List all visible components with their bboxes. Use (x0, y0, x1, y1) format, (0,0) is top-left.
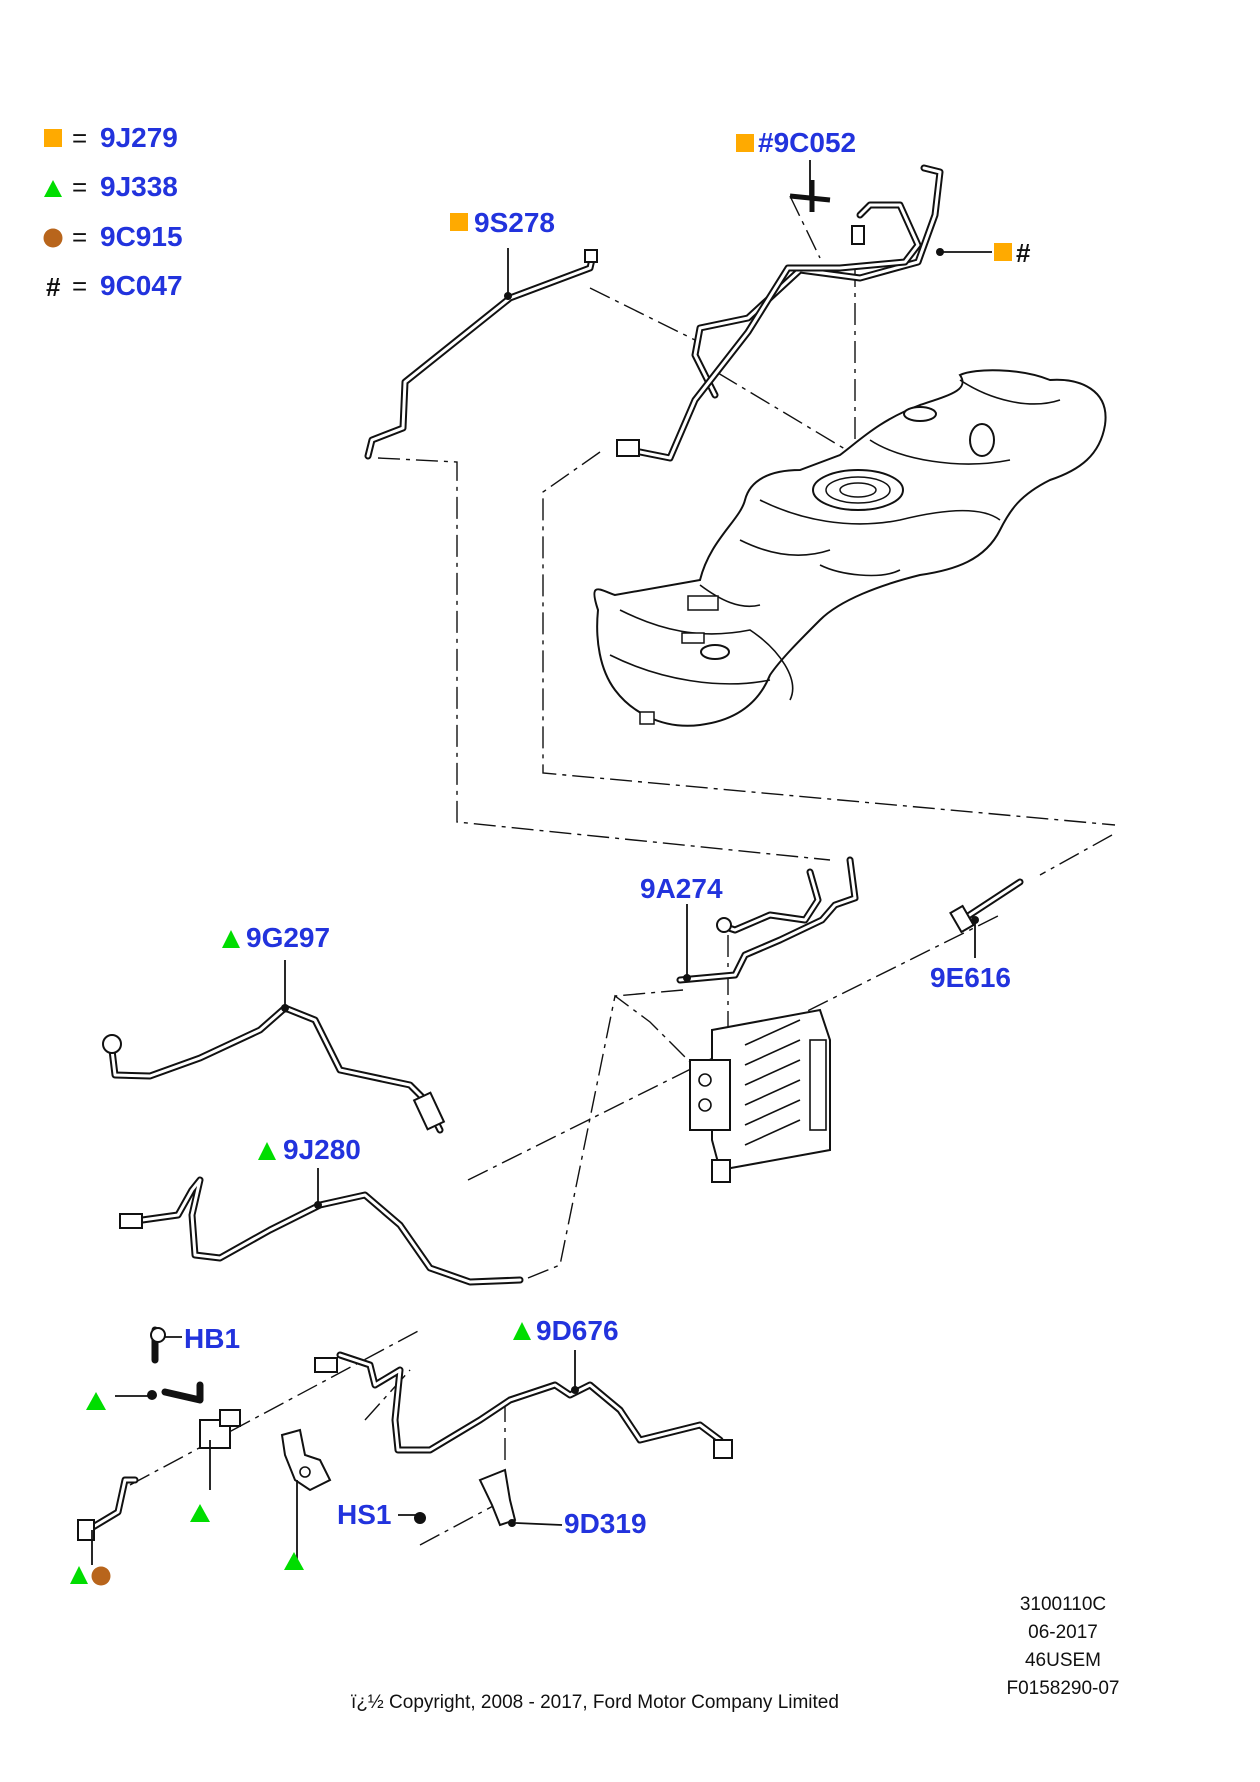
callout-hash: # (1016, 238, 1031, 268)
brown-circle-icon (91, 1566, 111, 1586)
meta-line-3: 46USEM (1025, 1650, 1101, 1671)
legend-code-9c047: 9C047 (100, 270, 183, 301)
callouts: #9C052 # 9S278 9A274 9E616 9G297 9J280 H… (70, 127, 1031, 1586)
callout-9c052: #9C052 (758, 127, 856, 158)
green-triangle-icon (258, 1142, 276, 1160)
green-triangle-icon (44, 180, 62, 197)
orange-square-icon (44, 129, 62, 147)
bracket-9d319 (478, 1468, 517, 1527)
meta-line-2: 06-2017 (1028, 1622, 1098, 1643)
legend-equals-1: = (72, 123, 87, 153)
green-triangle-icon (513, 1322, 531, 1340)
orange-square-icon (736, 134, 754, 152)
green-triangle-icon (86, 1392, 106, 1410)
tube-9e616 (949, 878, 1024, 934)
callout-9d319: 9D319 (564, 1508, 647, 1539)
fuel-tank (593, 369, 1107, 727)
callout-hs1: HS1 (337, 1499, 391, 1530)
callout-9g297: 9G297 (246, 922, 330, 953)
green-triangle-icon (70, 1566, 88, 1584)
callout-9a274: 9A274 (640, 873, 723, 904)
green-triangle-icon (284, 1552, 304, 1570)
brown-circle-icon (43, 228, 63, 248)
tube-9d676 (314, 1351, 733, 1459)
callout-9d676: 9D676 (536, 1315, 619, 1346)
tee-connector-9c052 (789, 180, 831, 212)
legend: = 9J279 = 9J338 = 9C915 # = 9C047 (43, 122, 183, 302)
orange-square-icon (450, 213, 468, 231)
meta-line-1: 3100110C (1020, 1594, 1106, 1615)
tank-vent-port (903, 406, 937, 422)
legend-equals-2: = (72, 172, 87, 202)
evap-canister (689, 1008, 831, 1183)
tube-9g297 (102, 1004, 446, 1134)
callout-9s278: 9S278 (474, 207, 555, 238)
meta-line-4: F0158290-07 (1006, 1678, 1119, 1699)
hb1-bolt (150, 1326, 166, 1364)
legend-hash-symbol: # (46, 272, 61, 302)
copyright-notice: ï¿½ Copyright, 2008 - 2017, Ford Motor C… (351, 1692, 839, 1713)
tube-9s278 (364, 249, 598, 460)
legend-code-9j338: 9J338 (100, 171, 178, 202)
orange-square-icon (994, 243, 1012, 261)
green-triangle-icon (190, 1504, 210, 1522)
legend-equals-3: = (72, 222, 87, 252)
fuel-tank-body (593, 369, 1107, 727)
tube-lower-left (77, 1476, 139, 1541)
green-triangle-icon (222, 930, 240, 948)
legend-code-9c915: 9C915 (100, 221, 183, 252)
callout-hb1: HB1 (184, 1323, 240, 1354)
tube-9a274 (676, 856, 859, 984)
drawing-metadata: 3100110C 06-2017 46USEM F0158290-07 (1006, 1594, 1119, 1699)
callout-9e616: 9E616 (930, 962, 1011, 993)
tube-9j280 (119, 1176, 524, 1286)
vent-valve-assembly (147, 1381, 241, 1449)
tank-fill-port (969, 423, 995, 457)
bracket-assembly (280, 1428, 332, 1492)
hs1-nut (414, 1512, 426, 1524)
callout-9j280: 9J280 (283, 1134, 361, 1165)
legend-equals-4: = (72, 271, 87, 301)
tank-valve-port (700, 644, 730, 660)
legend-code-9j279: 9J279 (100, 122, 178, 153)
leader-lines (91, 160, 992, 1565)
tube-upper-bundle (616, 164, 944, 462)
